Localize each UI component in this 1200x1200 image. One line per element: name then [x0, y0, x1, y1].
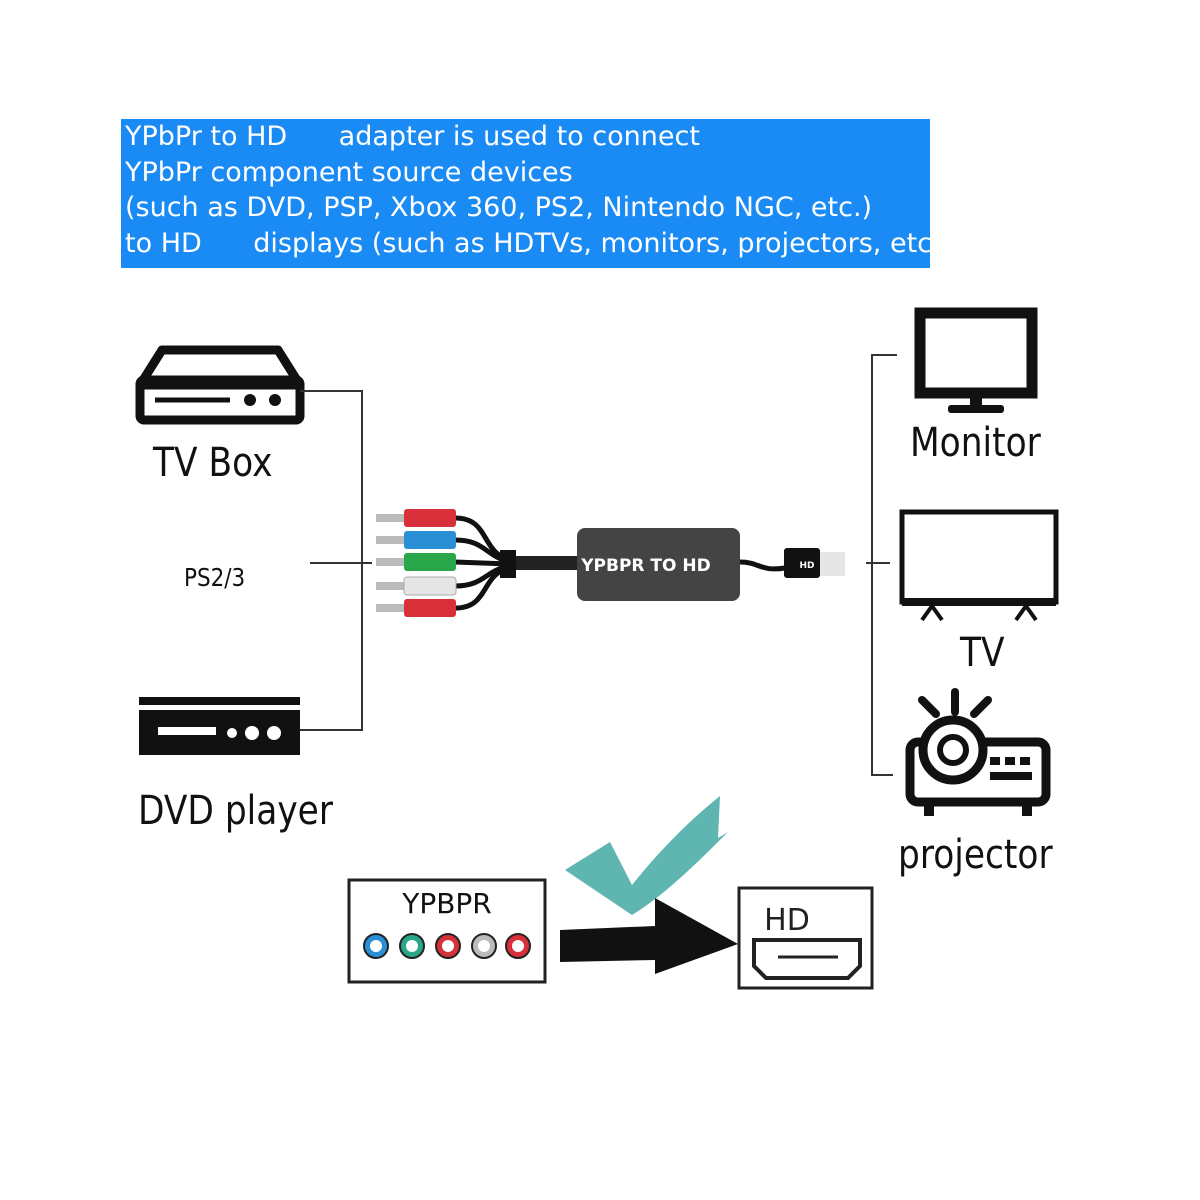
port-teal [399, 933, 425, 959]
port-red-1 [435, 933, 461, 959]
port-blue [363, 933, 389, 959]
rca-cable-bundle [454, 515, 580, 611]
tv-label: TV [960, 630, 1005, 676]
banner-line-4: to HD displays (such as HDTVs, monitors,… [125, 227, 952, 259]
rca-plug-red-top [376, 509, 456, 527]
tv-box-icon [135, 345, 305, 425]
rca-plug-blue [376, 531, 456, 549]
dvd-player-icon [139, 697, 300, 755]
hd-port-icon [752, 938, 862, 980]
arrow-right-icon [560, 898, 738, 974]
check-mark-icon [565, 796, 728, 915]
source-bracket [300, 390, 372, 731]
port-white [471, 933, 497, 959]
ypbpr-port-panel: YPBPR [347, 878, 547, 984]
monitor-label: Monitor [910, 420, 1041, 466]
ypbpr-label: YPBPR [401, 887, 492, 920]
banner-line-3: (such as DVD, PSP, Xbox 360, PS2, Ninten… [125, 192, 873, 223]
projector-label: projector [898, 832, 1053, 878]
adapter-body [577, 528, 740, 601]
rca-plug-white [376, 576, 457, 596]
port-red-2 [505, 933, 531, 959]
display-bracket [866, 354, 897, 776]
info-banner: YPbPr to HD adapter is used to connect Y… [121, 119, 952, 268]
tv-icon [899, 509, 1059, 622]
rca-plug-green [376, 553, 456, 571]
ps-label: PS2/3 [184, 563, 246, 592]
adapter-label: YPBPR TO HD [580, 556, 711, 576]
projector-icon [905, 688, 1051, 816]
monitor-icon [914, 307, 1038, 413]
rca-plug-red-bottom [376, 599, 456, 617]
hd-port-panel: HD [737, 886, 874, 990]
banner-line-2: YPbPr component source devices [125, 156, 573, 188]
hd-port-label: HD [764, 903, 810, 938]
tv-box-label: TV Box [153, 440, 273, 486]
banner-line-1: YPbPr to HD adapter is used to connect [125, 121, 700, 152]
hd-plug: HD [739, 548, 845, 578]
dvd-player-label: DVD player [138, 788, 333, 834]
hd-plug-label: HD [799, 561, 814, 571]
